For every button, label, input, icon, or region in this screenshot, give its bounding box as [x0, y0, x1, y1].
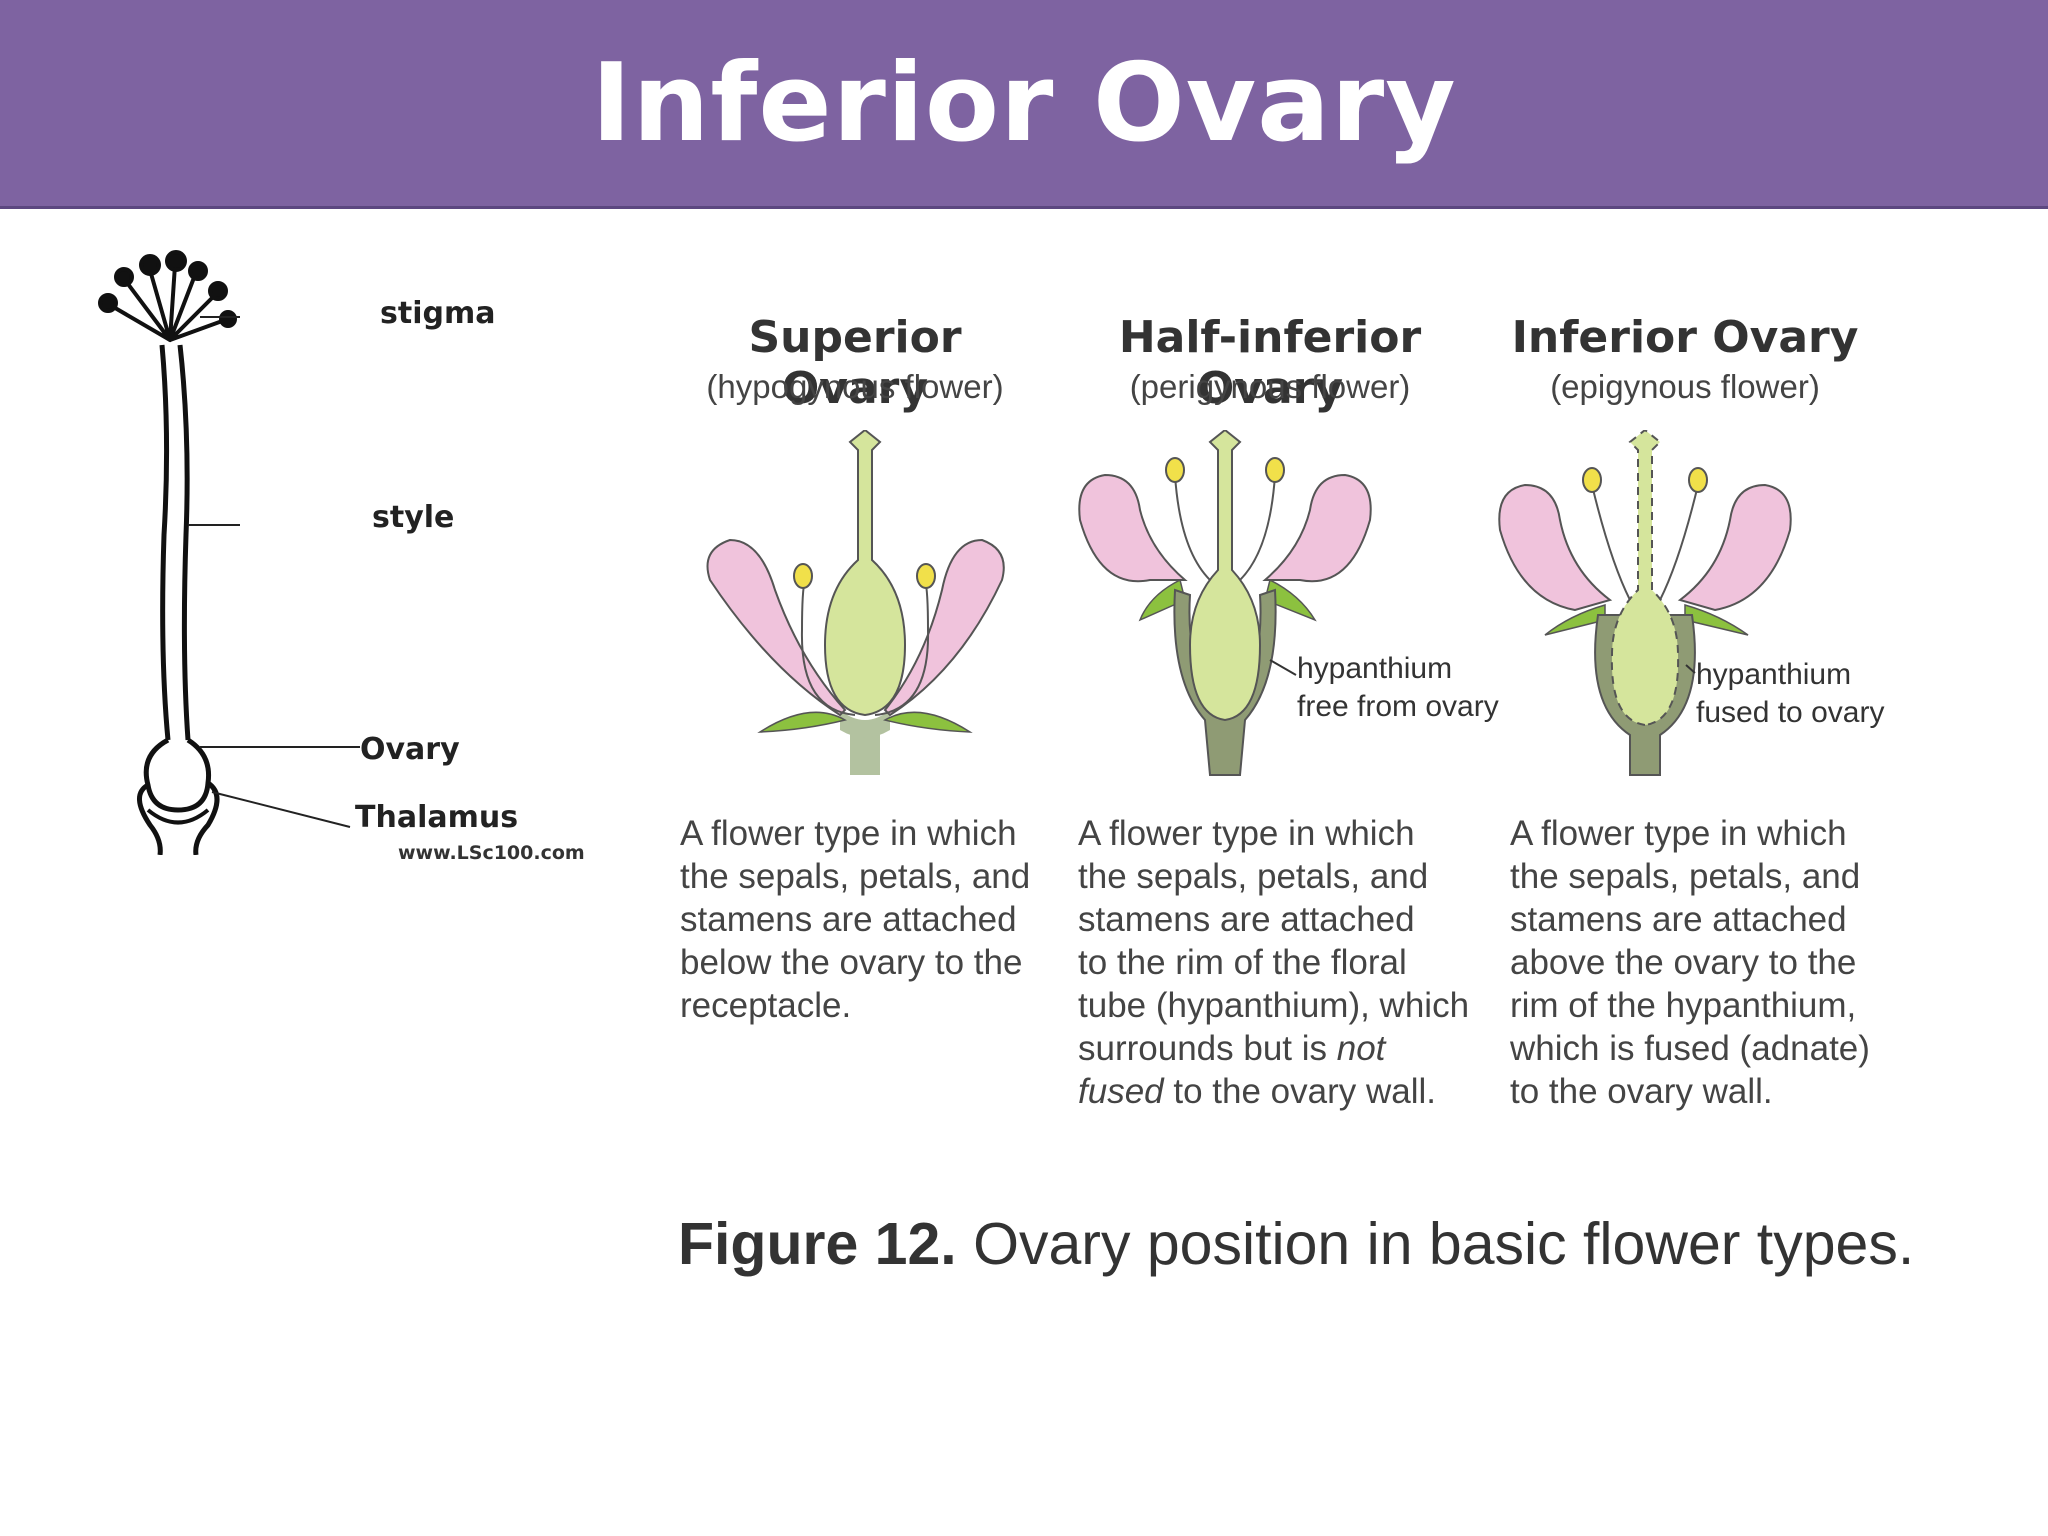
desc-line: stamens are attached	[680, 900, 1017, 939]
desc-emphasis: not	[1336, 1029, 1386, 1068]
desc-text: surrounds but is	[1078, 1029, 1337, 1068]
desc-line: above the ovary to the	[1510, 943, 1857, 982]
callout-line: free from ovary	[1297, 690, 1499, 723]
desc-line: A flower type in which	[680, 814, 1017, 853]
desc-line: below the ovary to the	[680, 943, 1023, 982]
desc-line: A flower type in which	[1510, 814, 1847, 853]
inferior-callout: hypanthium fused to ovary	[1696, 656, 1884, 732]
watermark: www.LSc100.com	[398, 842, 585, 864]
desc-line: A flower type in which	[1078, 814, 1415, 853]
superior-subtitle: (hypogynous flower)	[706, 368, 1004, 405]
inferior-subtitle: (epigynous flower)	[1550, 368, 1820, 405]
desc-line: fused to the ovary wall.	[1078, 1070, 1469, 1113]
desc-line: the sepals, petals, and	[1510, 857, 1861, 896]
label-style: style	[372, 500, 455, 535]
desc-line: rim of the hypanthium,	[1510, 986, 1857, 1025]
desc-line: to the ovary wall.	[1510, 1072, 1773, 1111]
inferior-title: Inferior Ovary	[1511, 312, 1859, 363]
desc-line: to the rim of the floral	[1078, 943, 1407, 982]
callout-line: hypanthium	[1696, 658, 1852, 691]
figure-caption: Figure 12. Ovary position in basic flowe…	[678, 1210, 1914, 1278]
desc-line: surrounds but is not	[1078, 1027, 1469, 1070]
label-stigma: stigma	[380, 296, 496, 331]
half-inferior-callout: hypanthium free from ovary	[1297, 650, 1499, 726]
desc-text: to the ovary wall.	[1163, 1072, 1436, 1111]
half-inferior-subtitle: (perigynous flower)	[1129, 368, 1411, 405]
desc-line: which is fused (adnate)	[1510, 1029, 1870, 1068]
desc-line: receptacle.	[680, 986, 852, 1025]
caption-text: Ovary position in basic flower types.	[956, 1211, 1915, 1277]
label-ovary: Ovary	[360, 732, 460, 767]
title-bar: Inferior Ovary	[0, 0, 2048, 209]
half-inferior-description: A flower type in which the sepals, petal…	[1078, 812, 1469, 1113]
pistil-diagram	[98, 250, 240, 855]
superior-title: Superior Ovary	[748, 312, 962, 414]
caption-label: Figure 12.	[678, 1211, 957, 1277]
slide-title: Inferior Ovary	[591, 40, 1457, 166]
half-inferior-flower-illustration	[1078, 430, 1372, 776]
desc-line: stamens are attached	[1078, 900, 1415, 939]
desc-line: stamens are attached	[1510, 900, 1847, 939]
desc-line: the sepals, petals, and	[680, 857, 1031, 896]
inferior-description: A flower type in which the sepals, petal…	[1510, 812, 1870, 1113]
desc-line: tube (hypanthium), which	[1078, 986, 1470, 1025]
callout-line: hypanthium	[1297, 652, 1453, 685]
superior-description: A flower type in which the sepals, petal…	[680, 812, 1030, 1027]
inferior-flower-illustration	[1498, 430, 1792, 776]
label-thalamus: Thalamus	[355, 800, 519, 835]
pistil-pointer-lines	[200, 746, 360, 828]
desc-emphasis: fused	[1078, 1072, 1164, 1111]
superior-flower-illustration	[706, 430, 1005, 775]
desc-line: the sepals, petals, and	[1078, 857, 1429, 896]
half-inferior-title: Half-inferior Ovary	[1118, 312, 1422, 414]
callout-line: fused to ovary	[1696, 696, 1885, 729]
